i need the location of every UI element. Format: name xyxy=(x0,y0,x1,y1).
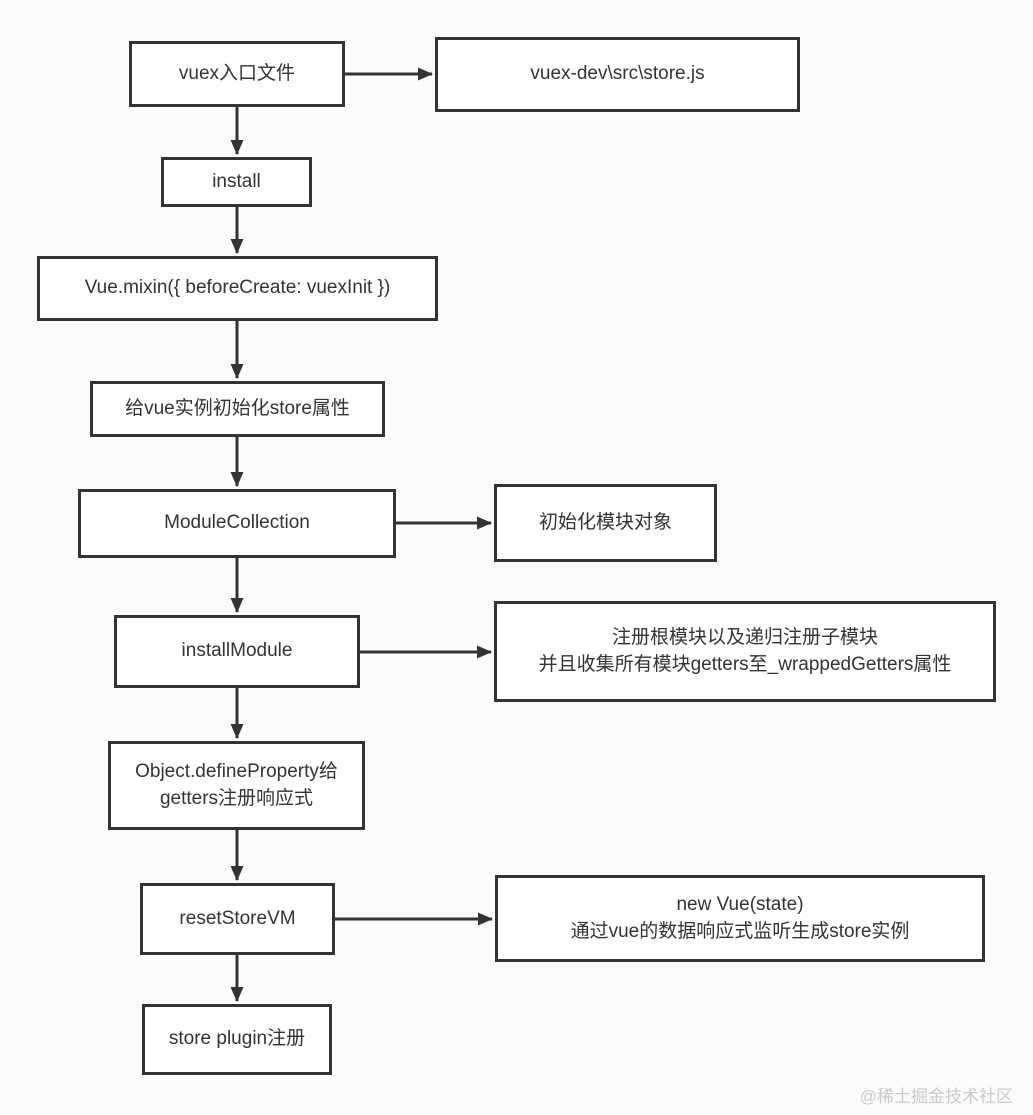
node-store-js-path-label: vuex-dev\src\store.js xyxy=(530,63,705,85)
node-init-module-object: 初始化模块对象 xyxy=(494,484,717,562)
node-reset-store-vm-label: resetStoreVM xyxy=(179,907,296,929)
node-new-vue-note: new Vue(state) 通过vue的数据响应式监听生成store实例 xyxy=(495,875,985,962)
node-define-property-line1: Object.defineProperty给 xyxy=(135,760,338,782)
node-new-vue-note-line2: 通过vue的数据响应式监听生成store实例 xyxy=(570,920,910,942)
node-vue-mixin: Vue.mixin({ beforeCreate: vuexInit }) xyxy=(37,256,438,321)
node-define-property-line2: getters注册响应式 xyxy=(159,787,314,809)
node-install-module-note-line2: 并且收集所有模块getters至_wrappedGetters属性 xyxy=(538,653,952,675)
node-store-js-path: vuex-dev\src\store.js xyxy=(435,37,800,112)
node-init-store-prop: 给vue实例初始化store属性 xyxy=(90,381,385,437)
node-init-module-object-label: 初始化模块对象 xyxy=(538,511,672,533)
node-vuex-entry: vuex入口文件 xyxy=(129,41,345,107)
node-install-module-note-line1: 注册根模块以及递归注册子模块 xyxy=(611,626,878,648)
node-install-module-label: installModule xyxy=(181,640,293,662)
node-reset-store-vm: resetStoreVM xyxy=(140,883,335,955)
node-vue-mixin-label: Vue.mixin({ beforeCreate: vuexInit }) xyxy=(84,277,391,299)
node-install-module: installModule xyxy=(114,615,360,688)
node-new-vue-note-line1: new Vue(state) xyxy=(676,893,804,915)
node-module-collection-label: ModuleCollection xyxy=(164,512,310,534)
node-install-module-note: 注册根模块以及递归注册子模块 并且收集所有模块getters至_wrappedG… xyxy=(494,601,996,702)
node-vuex-entry-label: vuex入口文件 xyxy=(178,62,296,84)
node-define-property: Object.defineProperty给 getters注册响应式 xyxy=(108,741,365,830)
node-init-store-prop-label: 给vue实例初始化store属性 xyxy=(125,397,350,419)
node-module-collection: ModuleCollection xyxy=(78,489,396,558)
node-store-plugin-label: store plugin注册 xyxy=(168,1028,306,1050)
node-install: install xyxy=(161,157,312,207)
node-install-label: install xyxy=(212,170,261,192)
node-store-plugin: store plugin注册 xyxy=(142,1004,332,1075)
watermark: @稀土掘金技术社区 xyxy=(859,1087,1013,1106)
